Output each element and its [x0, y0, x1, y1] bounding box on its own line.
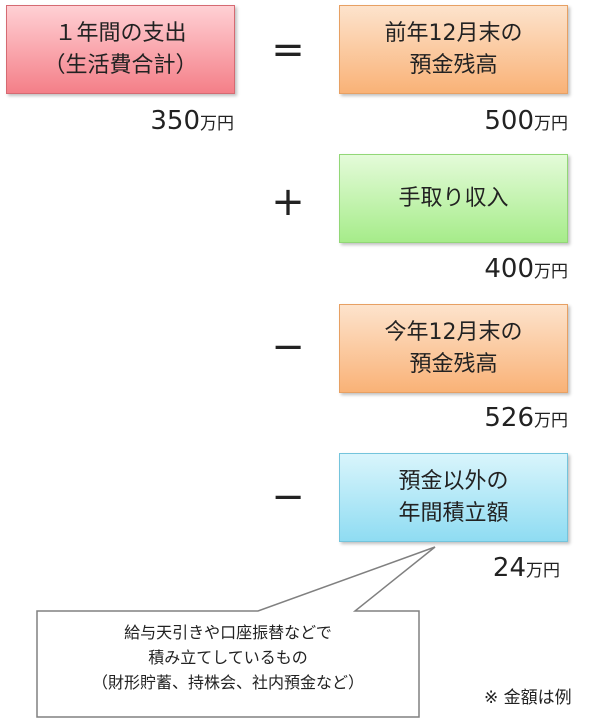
- curr-balance-amount: 526万円: [484, 403, 568, 433]
- amount-unit: 万円: [534, 411, 568, 431]
- minus-operator: −: [271, 324, 305, 370]
- savings-amount: 24万円: [493, 553, 560, 583]
- savings-line1: 預金以外の: [398, 468, 509, 494]
- amount-unit: 万円: [200, 114, 234, 134]
- savings-line2: 年間積立額: [398, 500, 509, 526]
- callout-line1: 給与天引きや口座振替などで: [124, 623, 332, 642]
- savings-box: 預金以外の年間積立額: [339, 453, 568, 542]
- expense-line1: １年間の支出: [54, 20, 187, 46]
- curr-balance-box: 今年12月末の預金残高: [339, 304, 568, 393]
- income-box: 手取り収入: [339, 154, 568, 243]
- curr-balance-line2: 預金残高: [409, 351, 498, 377]
- curr-balance-line1: 今年12月末の: [384, 319, 523, 345]
- prev-balance-line2: 預金残高: [409, 52, 498, 78]
- callout-line2: 積み立てしているもの: [148, 648, 308, 667]
- amount-value: 526: [484, 403, 534, 433]
- minus-operator: −: [271, 474, 305, 520]
- plus-operator: +: [271, 179, 305, 225]
- amount-unit: 万円: [534, 262, 568, 282]
- amount-value: 350: [150, 106, 200, 136]
- amount-unit: 万円: [534, 114, 568, 134]
- amount-unit: 万円: [526, 561, 560, 581]
- prev-balance-amount: 500万円: [484, 106, 568, 136]
- expense-box: １年間の支出 （生活費合計）: [6, 5, 235, 94]
- prev-balance-line1: 前年12月末の: [384, 20, 523, 46]
- amount-value: 24: [492, 553, 526, 583]
- income-label: 手取り収入: [398, 185, 509, 211]
- callout-line3: （財形貯蓄、持株会、社内預金など）: [91, 673, 364, 692]
- expense-line2: （生活費合計）: [43, 52, 198, 78]
- prev-balance-box: 前年12月末の預金残高: [339, 5, 568, 94]
- note: ※ 金額は例: [484, 688, 572, 708]
- amount-value: 400: [484, 254, 534, 284]
- amount-value: 500: [484, 106, 534, 136]
- income-amount: 400万円: [484, 254, 568, 284]
- equals-operator: =: [271, 27, 305, 73]
- expense-amount: 350万円: [150, 106, 234, 136]
- callout-text: 給与天引きや口座振替などで 積み立てしているもの （財形貯蓄、持株会、社内預金な…: [37, 620, 419, 695]
